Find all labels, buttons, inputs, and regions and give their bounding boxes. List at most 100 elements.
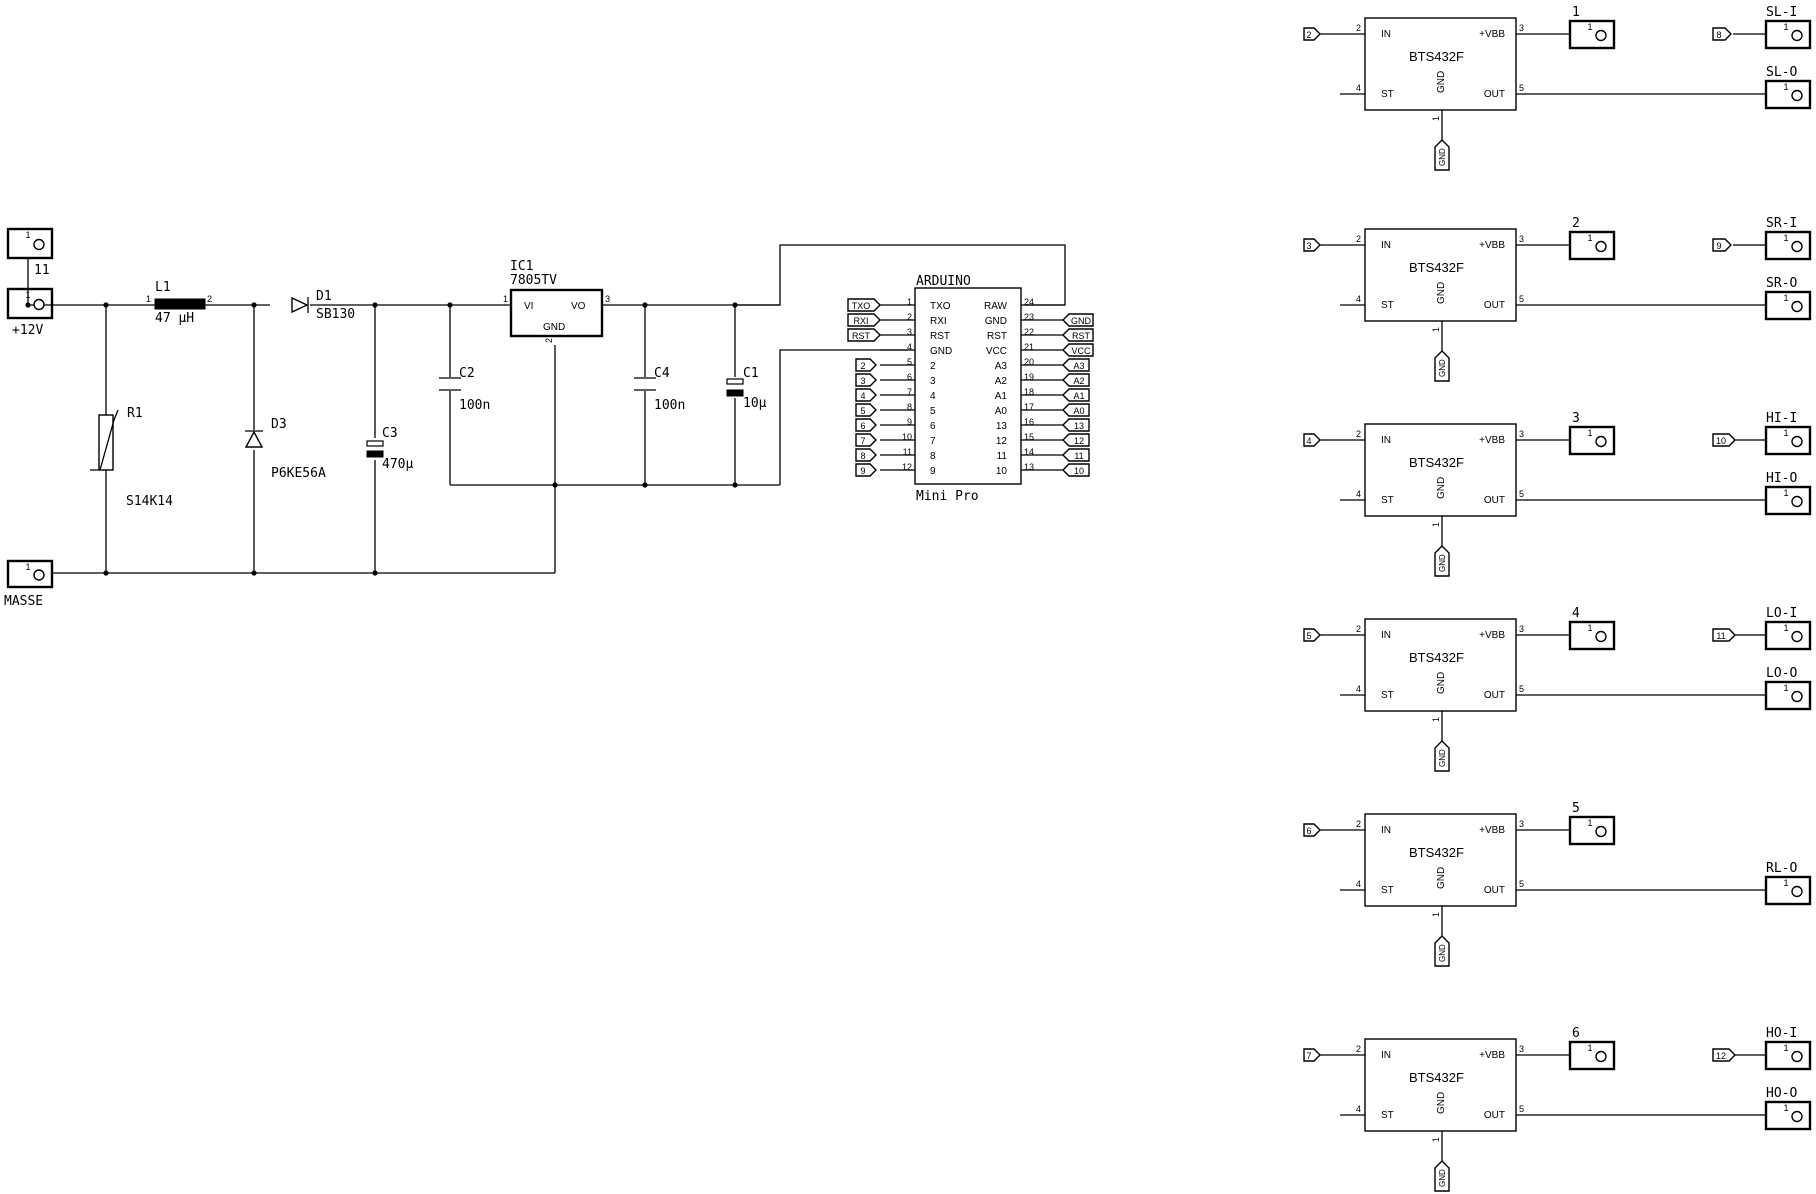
switch-part-name: BTS432F: [1409, 260, 1464, 275]
switch-1-supply-label: 1: [1572, 5, 1580, 20]
connector-pin-circle: [1595, 29, 1607, 42]
switch-pin-gnd: GND: [1436, 672, 1447, 694]
switch-6-body: [1364, 1038, 1517, 1132]
regulator-IC1-gnd: GND: [543, 322, 565, 333]
switch-2-sense-net-text: 9: [1716, 241, 1721, 251]
switch-num-out: 5: [1519, 879, 1524, 889]
switch-num-vbb: 3: [1519, 234, 1524, 244]
arduino-left-net-TXO-text: TXO: [852, 301, 871, 311]
switch-6-sense-connector: [1764, 1040, 1812, 1071]
capacitor-C3-minus: [366, 450, 384, 458]
arduino-right-net-A2: [1062, 373, 1090, 387]
switch-num-in: 2: [1356, 624, 1361, 634]
switch-num-gnd: 1: [1431, 717, 1441, 722]
connector-pin-circle: [1595, 825, 1607, 838]
connector-pin-circle: [1791, 495, 1803, 508]
switch-2-gnd-net-text: GND: [1438, 359, 1447, 377]
regulator-IC1-ref: IC1: [510, 259, 533, 274]
arduino-right-net-A0-text: A0: [1073, 406, 1084, 416]
switch-2-supply-connector: [1568, 230, 1616, 261]
switch-6-supply-connector: [1568, 1040, 1616, 1071]
regulator-IC1: [509, 288, 604, 338]
regulator-IC1-value: 7805TV: [510, 273, 557, 288]
arduino-left-pin-name: RST: [930, 331, 950, 342]
switch-5-supply-label: 5: [1572, 801, 1580, 816]
switch-pin-st: ST: [1381, 89, 1394, 100]
switch-1-sense-net-text: 8: [1716, 30, 1721, 40]
switch-1-body: [1364, 17, 1517, 111]
switch-num-out: 5: [1519, 684, 1524, 694]
arduino-left-pin-name: 6: [930, 421, 936, 432]
switch-1-output-connector: [1764, 79, 1812, 110]
switch-6-input-net-text: 7: [1306, 1051, 1311, 1061]
switch-num-out: 5: [1519, 1104, 1524, 1114]
arduino-left-net-RXI: [847, 313, 881, 327]
connector-pin-number: 1: [1587, 428, 1592, 438]
switch-6-gnd-net-text: GND: [1438, 1169, 1447, 1187]
arduino-right-net-11-text: 11: [1074, 451, 1083, 461]
switch-num-vbb: 3: [1519, 624, 1524, 634]
arduino-left-pin-name: TXO: [930, 301, 951, 312]
switch-4-gnd-net-text: GND: [1438, 749, 1447, 767]
arduino-right-net-13: [1062, 418, 1090, 432]
switch-1-input-net: [1303, 27, 1321, 41]
connector-pin-number: 1: [1783, 878, 1788, 888]
switch-pin-st: ST: [1381, 495, 1394, 506]
switch-6-input-net: [1303, 1048, 1321, 1062]
arduino-right-net-A3: [1062, 358, 1090, 372]
switch-num-out: 5: [1519, 489, 1524, 499]
switch-num-st: 4: [1356, 879, 1361, 889]
switch-2-input-net: [1303, 238, 1321, 252]
switch-pin-vbb: +VBB: [1479, 1050, 1505, 1061]
diode-D3-value: P6KE56A: [271, 466, 326, 481]
switch-5-input-net: [1303, 823, 1321, 837]
switch-4-output-connector: [1764, 680, 1812, 711]
arduino-right-pin-number: 21: [1024, 342, 1034, 352]
junction-dot: [642, 302, 648, 308]
capacitor-C2-value: 100n: [459, 398, 490, 413]
switch-2-output-label: SR-O: [1766, 276, 1797, 291]
connector-pin-circle: [1791, 29, 1803, 42]
switch-5-output-label: RL-O: [1766, 861, 1797, 876]
switch-num-st: 4: [1356, 1104, 1361, 1114]
arduino-right-net-GND: [1062, 313, 1094, 327]
switch-6-supply-label: 6: [1572, 1026, 1580, 1041]
arduino-right-net-A1: [1062, 388, 1090, 402]
arduino-left-pin-name: 8: [930, 451, 936, 462]
arduino-left-pin-number: 2: [907, 312, 912, 322]
arduino-left-net-6: [855, 418, 877, 432]
arduino-left-pin-number: 7: [907, 387, 912, 397]
switch-pin-vbb: +VBB: [1479, 630, 1505, 641]
arduino-right-net-11: [1062, 448, 1090, 462]
arduino-right-pin-name: RST: [987, 331, 1007, 342]
arduino-right-pin-name: 10: [996, 466, 1008, 477]
switch-6-output-connector: [1764, 1100, 1812, 1131]
switch-4-gnd-net: [1434, 740, 1450, 772]
switch-3-input-net: [1303, 433, 1321, 447]
arduino-left-pin-number: 1: [907, 297, 912, 307]
switch-3-sense-connector: [1764, 425, 1812, 456]
switch-pin-in: IN: [1381, 29, 1391, 40]
arduino-left-pin-number: 5: [907, 357, 912, 367]
switch-2-sense-connector: [1764, 230, 1812, 261]
arduino-left-net-8: [855, 448, 877, 462]
junction-dot: [103, 302, 109, 308]
switch-num-gnd: 1: [1431, 327, 1441, 332]
connector-pin-circle: [1595, 630, 1607, 643]
switch-1-sense-connector: [1764, 19, 1812, 50]
switch-3-output-connector: [1764, 485, 1812, 516]
junction-dot: [372, 302, 378, 308]
arduino-right-net-13-text: 13: [1074, 421, 1084, 431]
switch-5-body: [1364, 813, 1517, 907]
connector-11-label: 11: [34, 263, 50, 278]
capacitor-C1-value: 10µ: [743, 396, 767, 411]
switch-num-st: 4: [1356, 83, 1361, 93]
arduino-right-pin-number: 16: [1024, 417, 1034, 427]
arduino-right-pin-number: 20: [1024, 357, 1034, 367]
capacitor-C1-minus: [726, 389, 744, 397]
connector-pin-number: 1: [1587, 1043, 1592, 1053]
switch-num-gnd: 1: [1431, 116, 1441, 121]
arduino-right-net-12-text: 12: [1074, 436, 1084, 446]
switch-pin-vbb: +VBB: [1479, 29, 1505, 40]
switch-num-out: 5: [1519, 83, 1524, 93]
